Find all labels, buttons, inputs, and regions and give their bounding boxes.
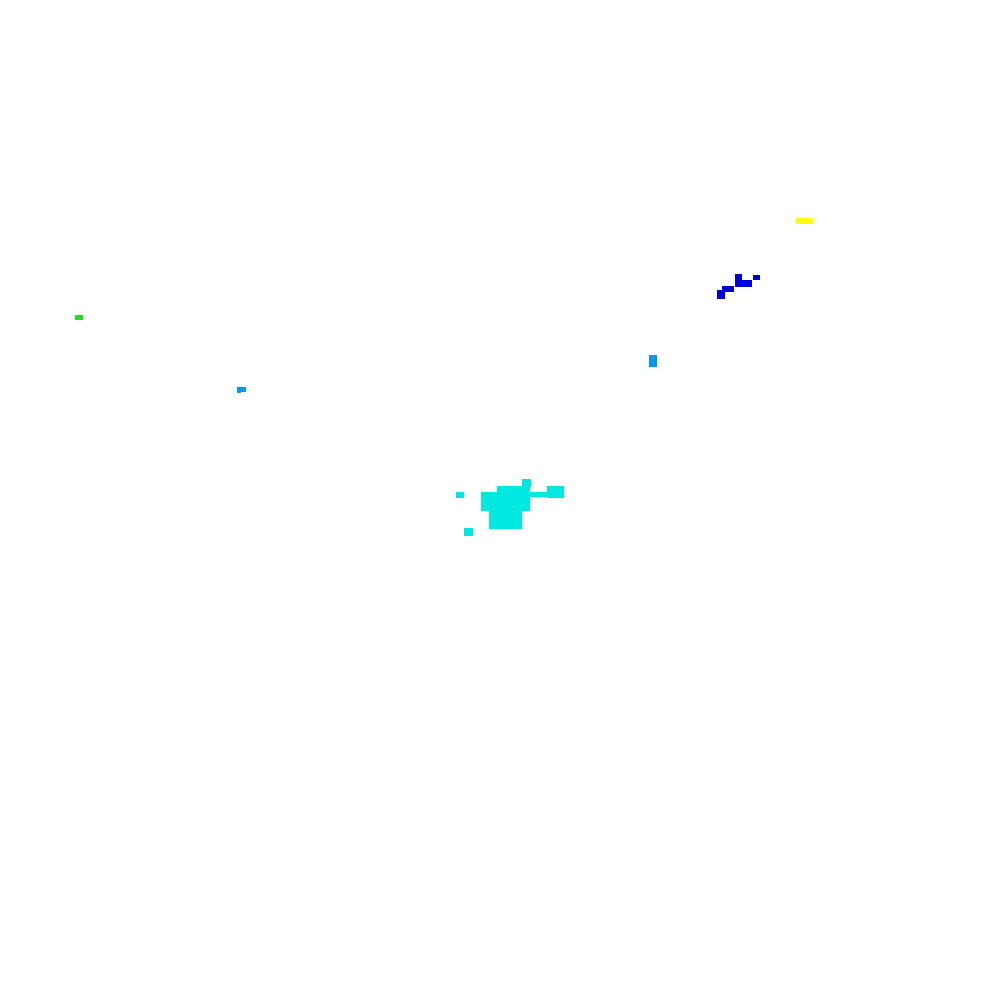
- blue-cluster-pixel-block: [753, 275, 760, 280]
- azure-cluster-east: [649, 355, 657, 367]
- cyan-cluster: [456, 479, 564, 536]
- cyan-cluster-pixel-block: [530, 492, 548, 497]
- cyan-cluster-pixel-block: [497, 486, 530, 511]
- cyan-cluster-pixel-block: [489, 508, 522, 529]
- green-cluster: [75, 315, 83, 320]
- cyan-cluster-pixel-block: [522, 479, 531, 487]
- blue-cluster-pixel-block: [735, 274, 742, 287]
- cyan-cluster-pixel-block: [547, 486, 564, 498]
- blue-cluster-pixel-block: [740, 280, 752, 287]
- cyan-cluster-pixel-block: [481, 492, 498, 511]
- cyan-cluster-pixel-block: [456, 492, 464, 498]
- azure-cluster-west-pixel-block: [237, 387, 246, 392]
- yellow-cluster: [796, 218, 813, 224]
- azure-cluster-east-pixel-block: [649, 355, 657, 367]
- yellow-cluster-pixel-block: [796, 218, 813, 224]
- azure-cluster-west-pixel-block: [237, 390, 241, 393]
- clusters-layer: [75, 218, 813, 536]
- cyan-cluster-pixel-block: [464, 528, 473, 536]
- green-cluster-pixel-block: [75, 315, 83, 320]
- azure-cluster-west: [237, 387, 246, 393]
- blue-cluster: [717, 274, 760, 299]
- blue-cluster-pixel-block: [722, 286, 734, 292]
- blue-cluster-pixel-block: [717, 290, 725, 299]
